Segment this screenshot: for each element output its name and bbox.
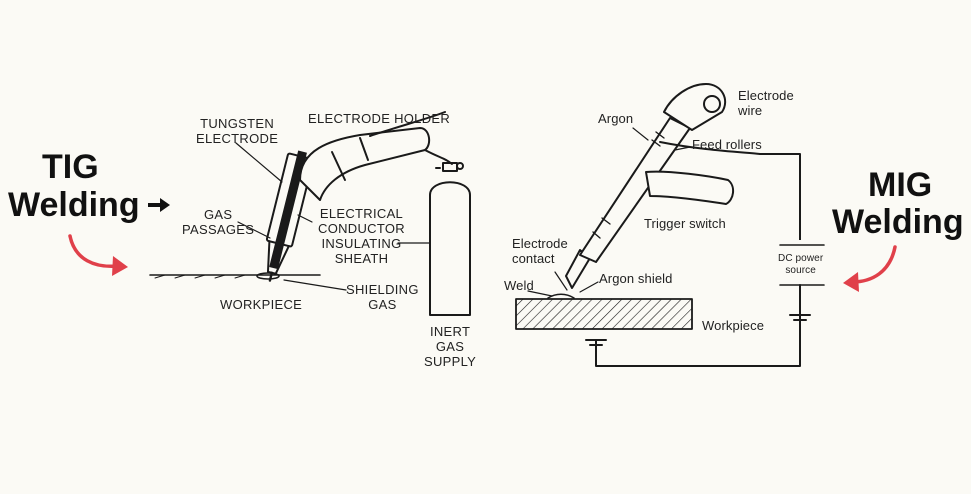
label-argon-shield: Argon shield [599,271,673,286]
tig-title-line1: TIG [42,148,99,186]
label-conductor-line3: INSULATING [321,236,402,251]
leader-shielding [283,279,347,291]
label-contact-line2: contact [512,251,555,266]
label-conductor-line4: SHEATH [334,251,389,266]
leader-conductor [297,214,313,223]
label-tungsten-line1: TUNGSTEN [200,116,275,131]
label-inert-line1: INERT [429,324,471,339]
curved-arrow-icon [68,234,128,276]
mig-title-line1: MIG [868,166,933,204]
mig-gun [565,83,761,289]
label-tungsten-electrode: TUNGSTEN ELECTRODE [196,116,278,146]
gas-cylinder-icon [429,162,471,316]
leader-feed [674,146,691,151]
label-electrode-contact: Electrode contact [512,236,568,266]
leader-contact [554,271,568,291]
tig-electrode-holder [299,127,431,201]
label-mig-workpiece: Workpiece [702,318,765,333]
mig-diagram [515,83,828,367]
label-trigger-switch: Trigger switch [644,216,726,231]
label-tig-workpiece: WORKPIECE [220,297,303,312]
curved-arrow-icon [843,245,897,292]
leader-tungsten [235,142,283,183]
label-dc-line2: source [785,265,816,276]
label-inert-line3: SUPPLY [424,354,477,369]
label-dc-line1: DC power [778,253,824,264]
tig-title-line2: Welding [8,186,140,224]
mig-return-wire [595,284,801,367]
mig-dc-source [774,240,828,284]
label-conductor-line1: ELECTRICAL [319,206,404,221]
tig-gas-hose [424,149,453,165]
label-feed-rollers: Feed rollers [692,137,762,152]
label-inert-gas-supply: INERT GAS SUPPLY [424,324,476,369]
mig-workpiece [515,298,693,330]
label-dc-power-source: DC power source [778,253,823,277]
label-argon: Argon [598,111,634,126]
tig-power-cable [369,111,446,137]
label-weld: Weld [504,278,534,293]
label-shielding-gas: SHIELDING GAS [346,282,419,312]
label-gas-passages-line1: GAS [203,207,233,222]
mig-title-line2: Welding [832,203,964,241]
label-electrode-holder: ELECTRODE HOLDER [308,111,451,126]
label-conductor-line2: CONDUCTOR [318,221,405,236]
leader-argon [632,127,649,141]
label-shielding-line2: GAS [368,297,397,312]
label-electrode-wire-line1: Electrode [738,88,794,103]
leader-argon-shield [579,281,599,293]
mig-feed-cable [759,153,801,256]
label-electrode-wire-line2: wire [738,103,763,118]
label-inert-line2: GAS [435,339,465,354]
label-electrical-conductor: ELECTRICAL CONDUCTOR INSULATING SHEATH [318,206,405,266]
tig-weld-pool [256,272,280,280]
label-electrode-wire: Electrode wire [738,88,794,118]
mig-weld-bead [547,293,575,299]
label-tungsten-line2: ELECTRODE [196,131,279,146]
tig-workpiece-texture [154,274,246,279]
label-gas-passages-line2: PASSAGES [182,222,255,237]
leader-gas-passages [237,221,271,239]
label-gas-passages: GAS PASSAGES [182,207,254,237]
leader-weld [527,290,553,297]
tig-diagram [149,111,471,316]
label-contact-line1: Electrode [512,236,568,251]
label-shielding-line1: SHIELDING [346,282,419,297]
